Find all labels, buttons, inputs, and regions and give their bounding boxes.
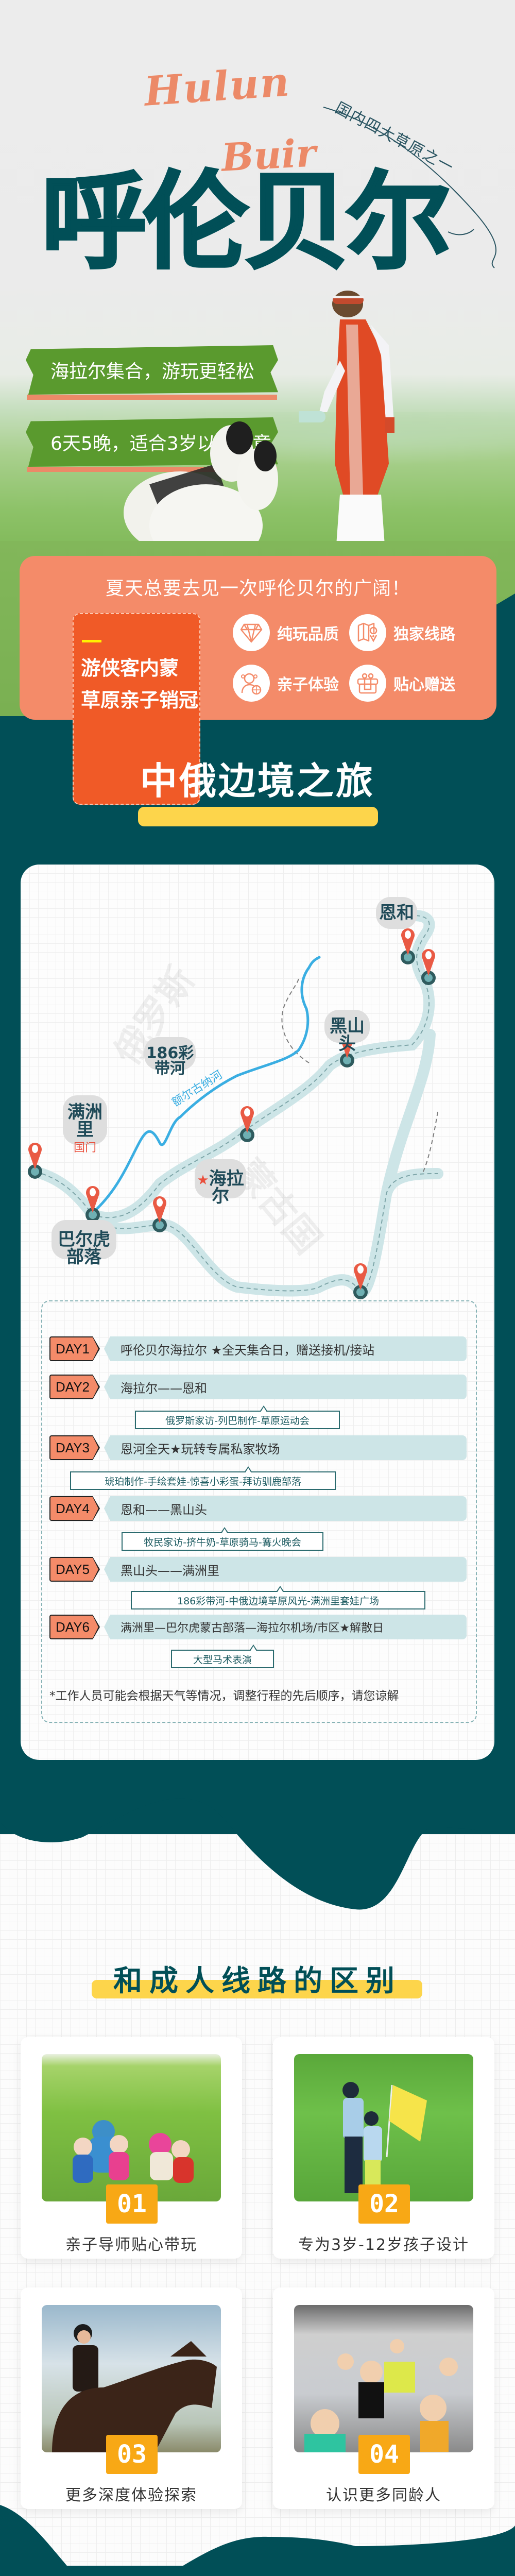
map-label-heishantou: 黑山头 xyxy=(324,1010,370,1053)
photo-horse-riding xyxy=(42,2305,221,2452)
feature-card-2: 02 专为3岁-12岁孩子设计 xyxy=(273,2037,494,2259)
day-label: DAY2 xyxy=(49,1375,93,1399)
hero-title-en-hulun: Hulun xyxy=(143,58,292,115)
feature-card-3: 03 更多深度体验探索 xyxy=(21,2287,242,2509)
map-label-caidaihe: 186彩带河 xyxy=(144,1037,196,1077)
mongolian-woman-illustration xyxy=(299,291,394,567)
card-number: 01 xyxy=(106,2184,158,2224)
map-label-hailaer: ★海拉尔 xyxy=(195,1159,246,1205)
photo-family-grassland xyxy=(42,2054,221,2201)
tag-shadow xyxy=(27,395,277,400)
card-number: 03 xyxy=(106,2435,158,2474)
feature-exclusive-route: 独家线路 xyxy=(349,614,455,651)
card-number: 04 xyxy=(358,2435,410,2474)
feature-parent-child: 亲子体验 xyxy=(233,665,339,702)
feature-label: 独家线路 xyxy=(393,625,455,643)
feature-label: 亲子体验 xyxy=(277,676,339,694)
child-ball-icon xyxy=(233,665,270,702)
star-icon: ★ xyxy=(197,1173,209,1188)
day-activities: 琥珀制作-手绘套娃-惊喜小彩蛋-拜访驯鹿部落 xyxy=(70,1466,336,1490)
feature-label: 纯玩品质 xyxy=(277,625,339,643)
day-route: 呼伦贝尔海拉尔 ★全天集合日，赠送接机/接站 xyxy=(104,1336,467,1361)
itinerary-day-4: DAY4 恩和——黑山头 xyxy=(49,1496,467,1522)
section-title-diff: 和成人线路的区别 xyxy=(113,1964,402,1998)
day-label: DAY5 xyxy=(49,1557,93,1582)
promo-headline: 夏天总要去见一次呼伦贝尔的广阔！ xyxy=(105,578,410,599)
diamond-icon xyxy=(233,614,270,651)
feature-label: 贴心赠送 xyxy=(393,676,455,694)
map-pin xyxy=(28,928,436,1299)
wave-divider-bottom xyxy=(0,2505,515,2576)
hero-banner: Hulun Buir 国内四大草原之一 呼伦贝尔 海拉尔集合，游玩更轻松 6天5… xyxy=(0,0,515,567)
itinerary-box: DAY1 呼伦贝尔海拉尔 ★全天集合日，赠送接机/接站 DAY2 海拉尔——恩和… xyxy=(41,1300,477,1723)
day-route: 恩和——黑山头 xyxy=(104,1496,467,1521)
photo-kids-on-bus xyxy=(294,2305,473,2452)
itinerary-day-3: DAY3 恩河全天★玩转专属私家牧场 xyxy=(49,1435,467,1461)
day-activities: 186彩带河-中俄边境草原风光-满洲里套娃广场 xyxy=(131,1586,425,1609)
day-tag-arrow-fill xyxy=(93,1616,98,1638)
day-route: 海拉尔——恩和 xyxy=(104,1375,467,1399)
hero-tag-meetup: 海拉尔集合，游玩更轻松 xyxy=(26,345,278,395)
sheep-illustration xyxy=(124,421,278,567)
card-caption: 专为3岁-12岁孩子设计 xyxy=(298,2236,470,2254)
day-activities: 牧民家访-挤牛奶-草原骑马-篝火晚会 xyxy=(122,1527,323,1551)
bestseller-badge-body xyxy=(73,613,200,805)
itinerary-day-2: DAY2 海拉尔——恩和 xyxy=(49,1375,467,1400)
card-caption: 更多深度体验探索 xyxy=(65,2486,197,2504)
map-label-manzhouli-sub: 国门 xyxy=(73,1142,96,1155)
feature-gifts: 贴心赠送 xyxy=(349,665,455,702)
bestseller-line-1: 游侠客内蒙 xyxy=(81,657,179,680)
itinerary-disclaimer: *工作人员可能会根据天气等情况，调整行程的先后顺序，请您谅解 xyxy=(49,1689,399,1703)
day-activities: 俄罗斯家访-列巴制作-草原运动会 xyxy=(135,1405,340,1429)
map-label-enhe: 恩和 xyxy=(376,897,417,929)
handdrawn-curve-decoration xyxy=(323,107,496,268)
hero-title-cn: 呼伦贝尔 xyxy=(40,161,452,284)
day-label: DAY6 xyxy=(49,1615,93,1639)
day-route: 满洲里—巴尔虎蒙古部落—海拉尔机场/市区★解散日 xyxy=(104,1615,467,1639)
bestseller-text-group: 游侠客内蒙 草原亲子销冠 xyxy=(73,613,200,805)
itinerary-day-1: DAY1 呼伦贝尔海拉尔 ★全天集合日，赠送接机/接站 xyxy=(49,1336,467,1362)
yellow-dash xyxy=(82,640,101,642)
day-activities: 大型马术表演 xyxy=(171,1645,274,1668)
bestseller-line-2: 草原亲子销冠 xyxy=(81,689,199,711)
tag-shadow xyxy=(27,467,277,472)
card-number: 02 xyxy=(358,2184,410,2224)
day-route: 恩河全天★玩转专属私家牧场 xyxy=(104,1435,467,1460)
wave-divider-top xyxy=(0,1760,515,1910)
feature-pure-play: 纯玩品质 xyxy=(233,614,339,651)
photo-mother-child-flag xyxy=(294,2054,473,2201)
day-label: DAY3 xyxy=(49,1435,93,1460)
itinerary-day-6: DAY6 满洲里—巴尔虎蒙古部落—海拉尔机场/市区★解散日 xyxy=(49,1615,467,1640)
section-title-route: 中俄边境之旅 xyxy=(140,759,375,803)
day-tag-arrow-fill xyxy=(93,1558,98,1581)
route-map: 额尔古纳河 xyxy=(28,910,443,1299)
map-pin-icon xyxy=(349,614,386,651)
map-label-baerhu: 巴尔虎部落 xyxy=(52,1220,116,1266)
route-map-card: 俄罗斯 蒙古国 额尔古纳河 恩和 黑山头 186彩带河 满洲里 国门 xyxy=(21,865,494,1760)
card-caption: 认识更多同龄人 xyxy=(326,2486,441,2504)
itinerary-day-5: DAY5 黑山头——满洲里 xyxy=(49,1557,467,1583)
feature-card-4: 04 认识更多同龄人 xyxy=(273,2287,494,2509)
day-tag-arrow-fill xyxy=(93,1497,98,1520)
day-tag-arrow-fill xyxy=(93,1337,98,1360)
feature-card-1: 01 亲子导师贴心带玩 xyxy=(21,2037,242,2259)
day-tag-arrow-fill xyxy=(93,1376,98,1398)
gift-icon xyxy=(349,665,386,702)
title-underline xyxy=(138,807,378,826)
day-route: 黑山头——满洲里 xyxy=(104,1557,467,1582)
map-label-manzhouli: 满洲里 国门 xyxy=(63,1095,107,1154)
card-caption: 亲子导师贴心带玩 xyxy=(65,2236,197,2254)
day-tag-arrow-fill xyxy=(93,1436,98,1459)
day-label: DAY1 xyxy=(49,1336,93,1361)
day-label: DAY4 xyxy=(49,1496,93,1521)
title-underline xyxy=(92,1980,422,1998)
